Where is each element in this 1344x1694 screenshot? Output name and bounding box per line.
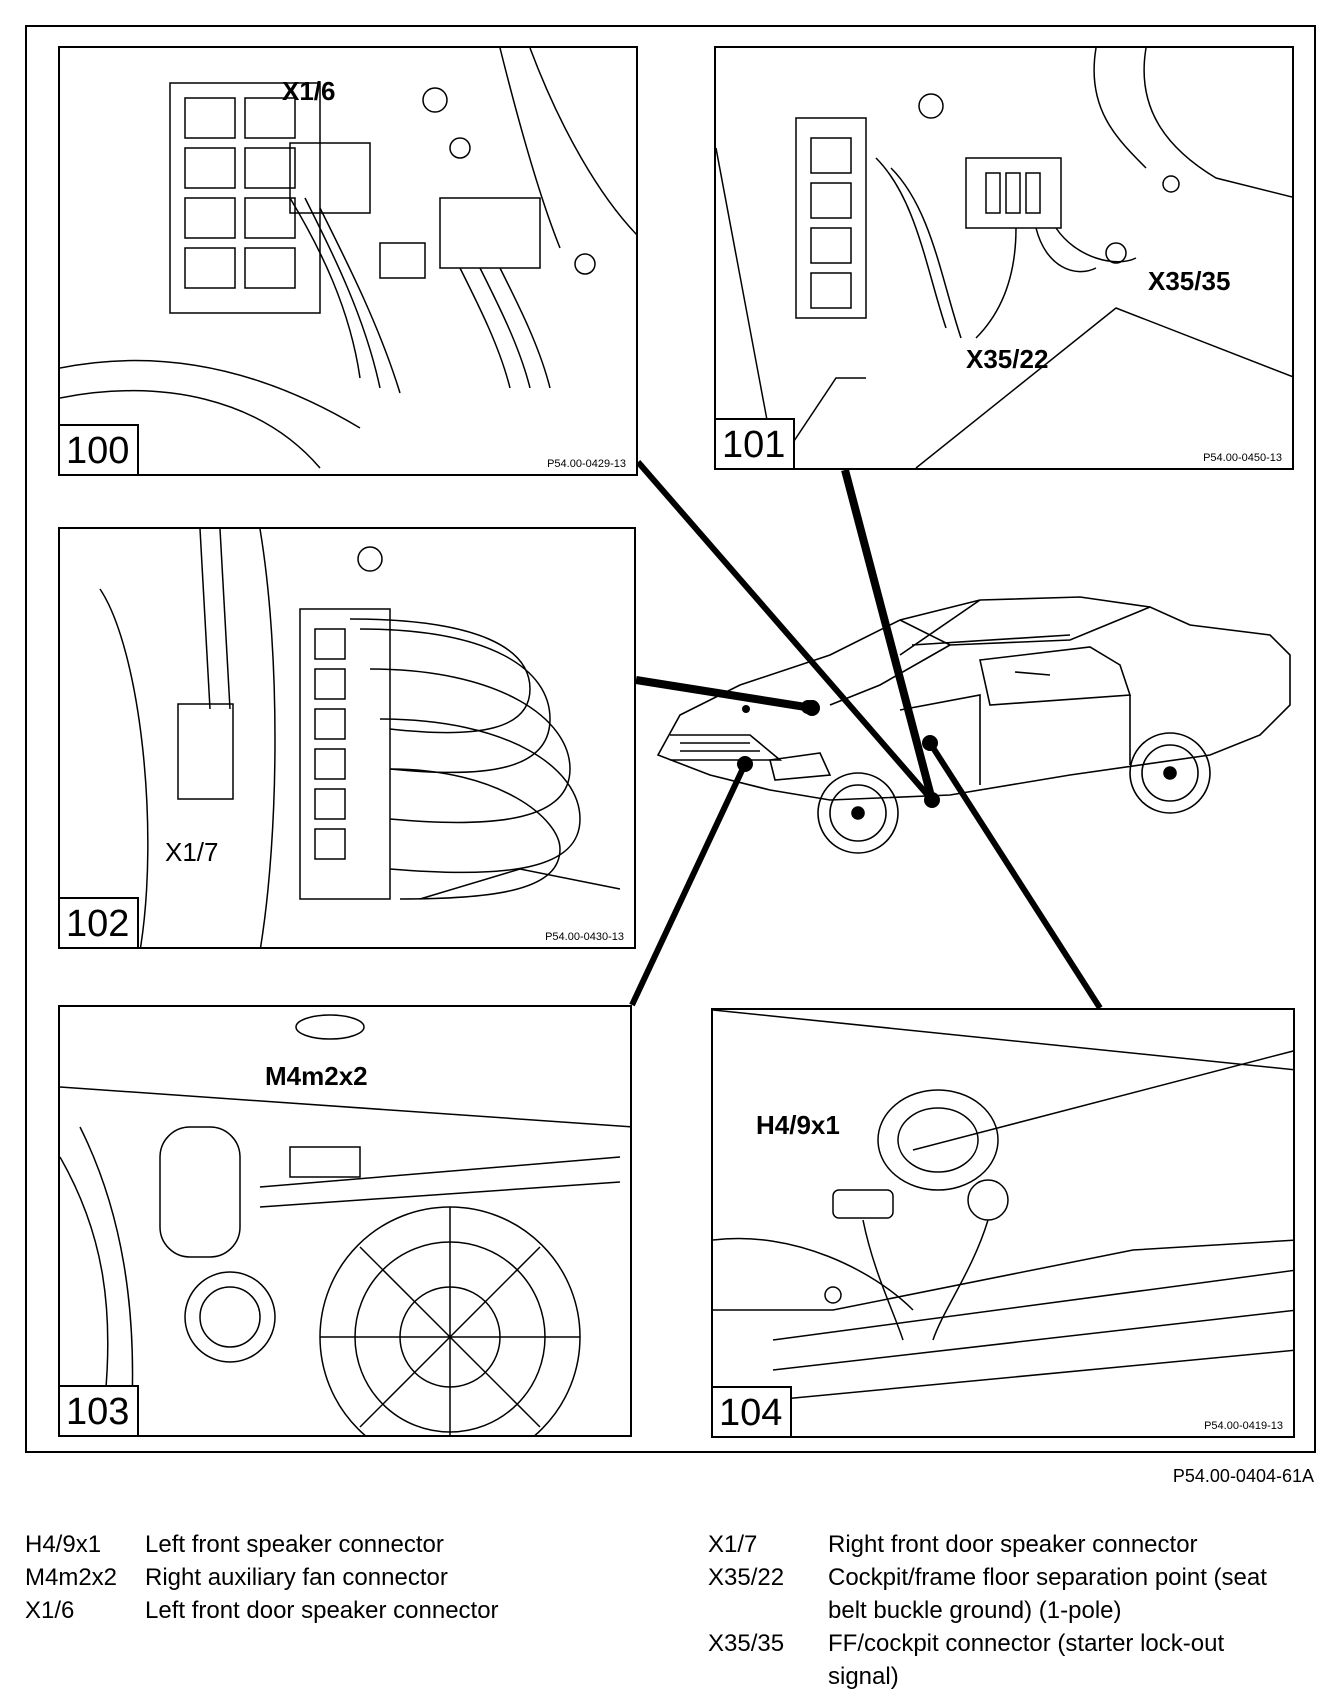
legend-row: H4/9x1 Left front speaker connector: [25, 1528, 499, 1561]
panel-number-101: 101: [716, 418, 796, 468]
panel-100-drawing: [60, 48, 636, 469]
legend-row: X35/35 FF/cockpit connector (starter loc…: [708, 1627, 1288, 1693]
panel-103: M4m2x2 103: [58, 1005, 632, 1437]
legend-row: X1/7 Right front door speaker connector: [708, 1528, 1288, 1561]
panel-number-103: 103: [60, 1385, 140, 1435]
legend-desc: Right front door speaker connector: [828, 1531, 1198, 1558]
legend-row: X35/22 Cockpit/frame floor separation po…: [708, 1561, 1288, 1627]
panel-number-100: 100: [60, 424, 140, 474]
panel-number-104: 104: [713, 1386, 793, 1436]
callout-h4-9x1: H4/9x1: [756, 1110, 840, 1140]
panel-ref-100: P54.00-0429-13: [547, 458, 626, 470]
leader-102: [635, 676, 813, 712]
legend-desc: Right auxiliary fan connector: [145, 1564, 448, 1591]
callout-x1-7: X1/7: [165, 837, 219, 867]
panel-100: X1/6 100 P54.00-0429-13: [58, 46, 638, 476]
leader-104: [927, 741, 1103, 1010]
legend-code: X35/35: [708, 1630, 785, 1657]
panel-102: X1/7 102 P54.00-0430-13: [58, 527, 636, 949]
legend-code: M4m2x2: [25, 1564, 118, 1591]
panel-104-drawing: [713, 1010, 1293, 1401]
legend-code: X1/7: [708, 1531, 758, 1558]
legend-left: H4/9x1 Left front speaker connector M4m2…: [25, 1528, 499, 1627]
panel-101: X35/35 X35/22 101 P54.00-0450-13: [714, 46, 1294, 470]
panel-ref-104: P54.00-0419-13: [1204, 1420, 1283, 1432]
legend-right: X1/7 Right front door speaker connector …: [708, 1528, 1288, 1693]
callout-x35-35: X35/35: [1148, 266, 1231, 296]
location-dot-104: [922, 735, 938, 751]
panel-104: H4/9x1 104 P54.00-0419-13: [711, 1008, 1295, 1438]
legend-row: M4m2x2 Right auxiliary fan connector: [25, 1561, 499, 1594]
legend-desc: Left front door speaker connector: [145, 1597, 499, 1624]
legend-code: X35/22: [708, 1564, 785, 1591]
callout-x35-22: X35/22: [966, 344, 1049, 374]
callout-m4m2x2: M4m2x2: [265, 1061, 368, 1091]
leader-101: [841, 468, 936, 802]
leader-103: [629, 762, 748, 1007]
panel-number-102: 102: [60, 897, 140, 947]
diagram-frame: [25, 25, 1316, 1453]
panel-ref-101: P54.00-0450-13: [1203, 452, 1282, 464]
location-dot-102: [804, 700, 820, 716]
legend-code: H4/9x1: [25, 1531, 102, 1558]
leader-100: [635, 460, 935, 802]
figure-reference: P54.00-0404-61A: [1172, 1466, 1314, 1486]
panel-101-drawing: [716, 48, 1292, 468]
panel-ref-102: P54.00-0430-13: [545, 931, 624, 943]
location-dot-100-101: [924, 792, 940, 808]
panel-102-drawing: [99, 529, 621, 947]
legend-desc: FF/cockpit connector (starter lock-out s…: [828, 1630, 1225, 1690]
legend-code: X1/6: [25, 1597, 75, 1624]
panel-103-drawing: [60, 1014, 630, 1435]
location-dot-103: [737, 756, 753, 772]
callout-x1-6: X1/6: [282, 76, 336, 106]
legend-row: X1/6 Left front door speaker connector: [25, 1594, 499, 1627]
legend-desc: Cockpit/frame floor separation point (se…: [828, 1564, 1267, 1624]
legend-desc: Left front speaker connector: [145, 1531, 444, 1558]
